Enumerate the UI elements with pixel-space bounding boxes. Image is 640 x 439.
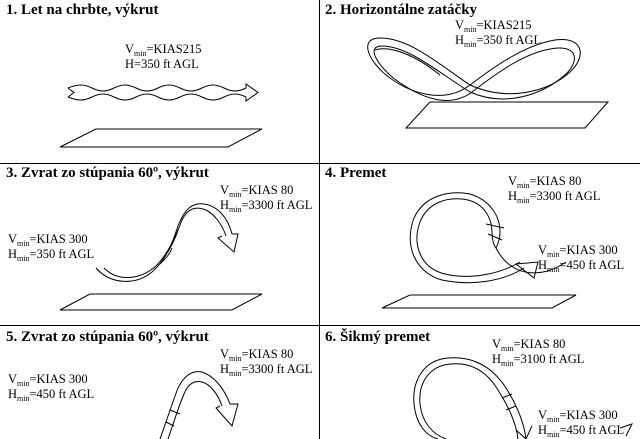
panel-title: 4. Premet bbox=[325, 165, 387, 181]
entry-altitude-limit-label: Hmin=450 ft AGL bbox=[538, 423, 625, 439]
top-speed-limit-label: Vmin=KIAS 80 bbox=[220, 183, 294, 199]
panel-title: 5. Zvrat zo stúpania 60º, výkrut bbox=[6, 329, 209, 345]
arrowhead bbox=[245, 83, 259, 102]
panel-6-oblique-loop: 6. Šikmý premet Vmin=KIAS 80 Hmin=3100 f… bbox=[320, 326, 640, 439]
panel-title: 1. Let na chrbte, výkrut bbox=[6, 2, 159, 18]
panel-5-diagram bbox=[159, 371, 239, 439]
top-altitude-limit-label: Hmin=3300 ft AGL bbox=[220, 362, 313, 378]
altitude-limit-label: Hmin=350 ft AGL bbox=[455, 33, 542, 49]
arrowhead bbox=[215, 403, 239, 428]
panel-1-diagram bbox=[59, 83, 263, 148]
roll-trajectory-ribbon bbox=[67, 84, 247, 92]
panel-6-diagram bbox=[413, 357, 633, 439]
top-speed-limit-label: Vmin=KIAS 80 bbox=[492, 337, 566, 353]
panel-3-stall-turn-roll: 3. Zvrat zo stúpania 60º, výkrut Vmin=KI… bbox=[0, 164, 319, 325]
altitude-limit-label: H=350 ft AGL bbox=[125, 57, 199, 71]
speed-limit-label: Vmin=KIAS215 bbox=[125, 42, 202, 58]
grid-divider-row-1 bbox=[0, 163, 640, 164]
entry-speed-limit-label: Vmin=KIAS 300 bbox=[538, 408, 618, 424]
panel-1-inverted-flight-roll: 1. Let na chrbte, výkrut Vmin=KIAS215 H=… bbox=[0, 0, 319, 163]
entry-speed-limit-label: Vmin=KIAS 300 bbox=[8, 232, 88, 248]
oblique-loop-trajectory-ribbon bbox=[419, 363, 519, 439]
figure-eight-trajectory bbox=[367, 37, 581, 96]
panel-2-horizontal-turns: 2. Horizontálne zatáčky Vmin=KIAS215 Hmi… bbox=[320, 0, 640, 163]
panel-title: 2. Horizontálne zatáčky bbox=[325, 2, 478, 18]
ground-plane bbox=[404, 101, 610, 129]
arrowhead bbox=[515, 425, 533, 439]
panel-4-diagram bbox=[381, 192, 577, 309]
panel-4-looping: 4. Premet Vmin=KIAS 80 Hmin=3300 ft AGL … bbox=[320, 164, 640, 325]
entry-altitude-limit-label: Hmin=450 ft AGL bbox=[8, 387, 95, 403]
grid-divider-row-2 bbox=[0, 325, 640, 326]
grid-divider-vertical bbox=[319, 0, 320, 439]
loop-trajectory-ribbon bbox=[416, 198, 521, 277]
panel-5-stall-turn-roll: 5. Zvrat zo stúpania 60º, výkrut Vmin=KI… bbox=[0, 326, 319, 439]
entry-altitude-limit-label: Hmin=350 ft AGL bbox=[8, 247, 95, 263]
ground-plane bbox=[59, 128, 263, 148]
speed-limit-label: Vmin=KIAS215 bbox=[455, 18, 532, 34]
top-altitude-limit-label: Hmin=3300 ft AGL bbox=[220, 198, 313, 214]
top-speed-limit-label: Vmin=KIAS 80 bbox=[220, 347, 294, 363]
entry-speed-limit-label: Vmin=KIAS 300 bbox=[8, 372, 88, 388]
panel-title: 3. Zvrat zo stúpania 60º, výkrut bbox=[6, 165, 209, 181]
entry-speed-limit-label: Vmin=KIAS 300 bbox=[538, 243, 618, 259]
top-altitude-limit-label: Hmin=3300 ft AGL bbox=[508, 189, 601, 205]
ground-plane bbox=[59, 293, 263, 311]
ground-plane bbox=[381, 294, 577, 309]
top-speed-limit-label: Vmin=KIAS 80 bbox=[508, 174, 582, 190]
panel-title: 6. Šikmý premet bbox=[325, 329, 431, 345]
panel-2-diagram bbox=[367, 37, 610, 129]
top-altitude-limit-label: Hmin=3100 ft AGL bbox=[492, 352, 585, 368]
climb-trajectory-ribbon bbox=[95, 203, 233, 282]
panel-3-diagram bbox=[59, 203, 263, 311]
climb-trajectory-ribbon bbox=[159, 371, 231, 439]
arrowhead bbox=[217, 233, 239, 253]
arrowhead bbox=[514, 261, 539, 279]
